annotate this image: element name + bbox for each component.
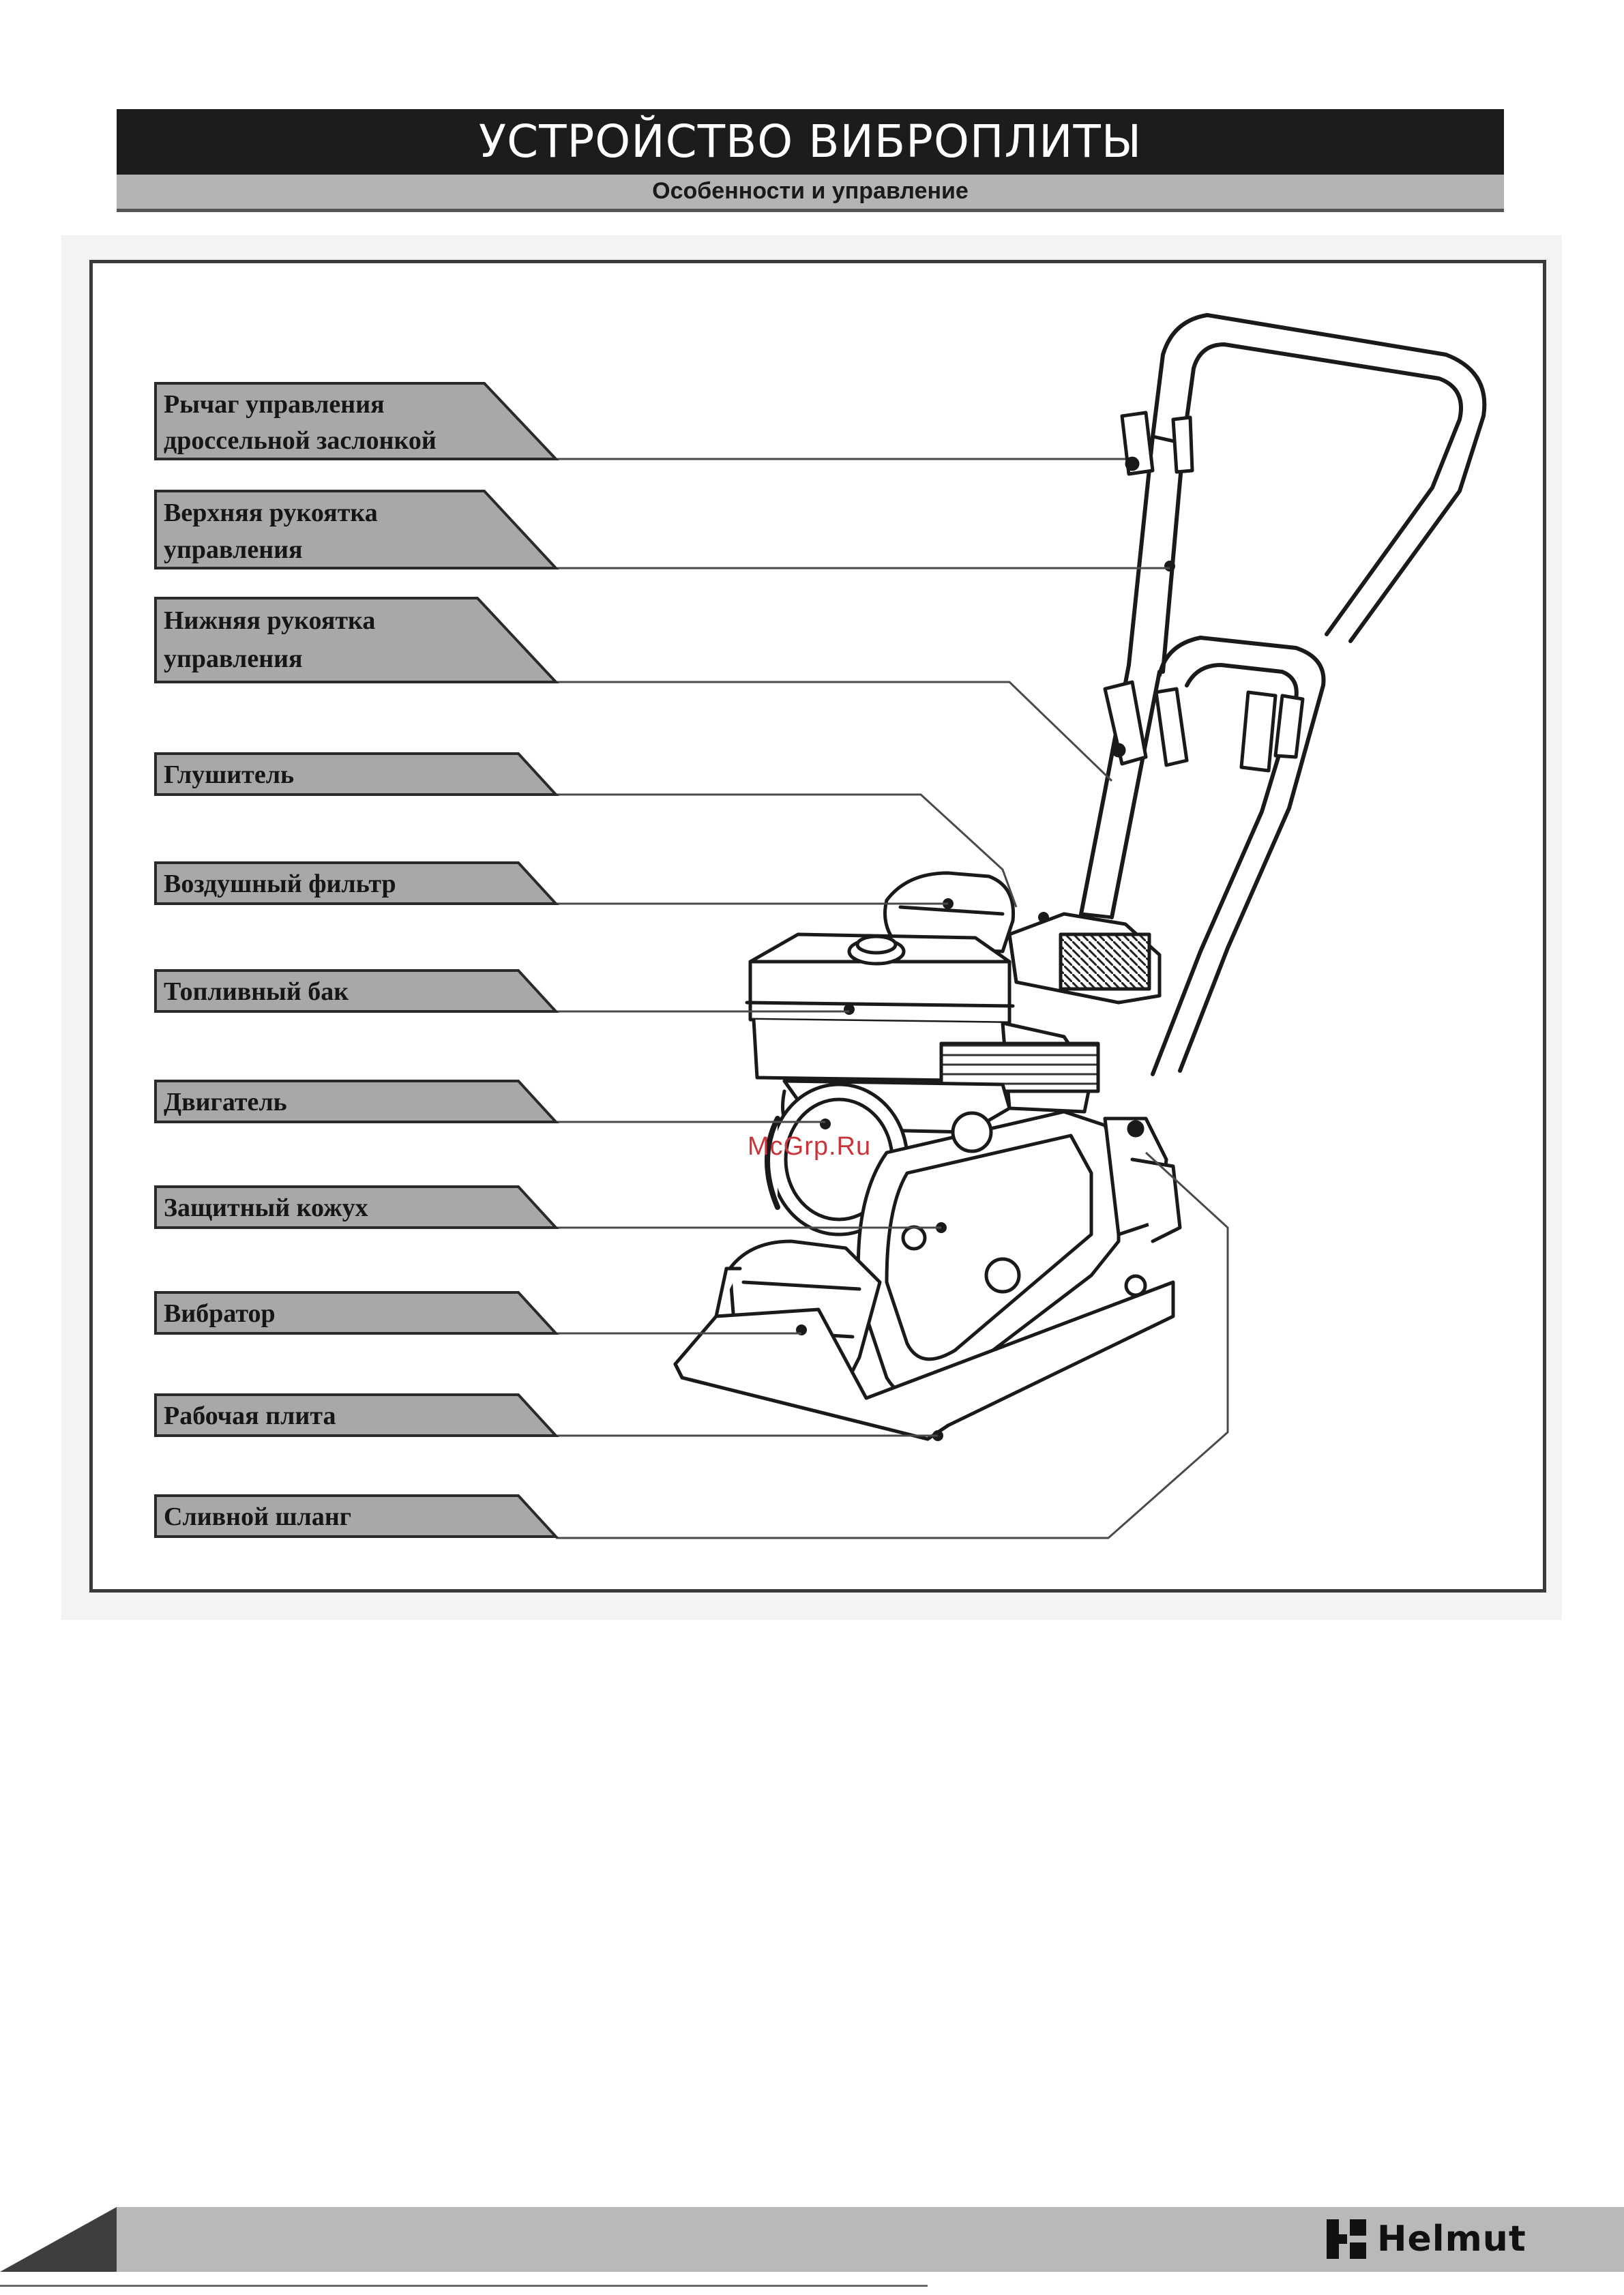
label-air-filter-text: Воздушный фильтр xyxy=(164,870,396,898)
label-upper-handle-line1: Верхняя рукоятка xyxy=(164,499,378,527)
label-upper-handle: Верхняя рукоятка управления xyxy=(156,491,556,568)
label-air-filter: Воздушный фильтр xyxy=(156,863,556,904)
label-throttle-lever-line1: Рычаг управления xyxy=(164,390,385,419)
label-lower-handle: Нижняя рукоятка управления xyxy=(156,598,556,682)
label-throttle-lever: Рычаг управления дроссельной заслонкой xyxy=(156,383,556,459)
label-base-plate-text: Рабочая плита xyxy=(164,1402,336,1430)
label-muffler-text: Глушитель xyxy=(164,760,294,789)
label-drain-hose-text: Сливной шланг xyxy=(164,1502,351,1531)
label-upper-handle-line2: управления xyxy=(164,535,303,564)
label-belt-guard: Защитный кожух xyxy=(156,1187,556,1228)
label-engine-text: Двигатель xyxy=(164,1088,287,1116)
label-muffler: Глушитель xyxy=(156,754,556,795)
label-vibrator-text: Вибратор xyxy=(164,1299,276,1328)
label-lower-handle-line1: Нижняя рукоятка xyxy=(164,606,375,635)
muffler-part xyxy=(1009,914,1160,1003)
label-engine: Двигатель xyxy=(156,1081,556,1122)
label-throttle-lever-line2: дроссельной заслонкой xyxy=(164,426,437,455)
upper-handle-frame xyxy=(1129,315,1484,672)
label-vibrator: Вибратор xyxy=(156,1292,556,1333)
brand-name: Helmut xyxy=(1377,2219,1526,2260)
helmut-logo-icon xyxy=(1327,2219,1368,2259)
handle-mount-bracket xyxy=(1105,1119,1180,1295)
label-lower-handle-line2: управления xyxy=(164,645,303,673)
label-fuel-tank: Топливный бак xyxy=(156,971,556,1011)
machine-illustration xyxy=(675,315,1484,1441)
brand-logo: Helmut xyxy=(1327,2218,1526,2260)
label-base-plate: Рабочая плита xyxy=(156,1395,556,1436)
label-drain-hose: Сливной шланг xyxy=(156,1496,556,1537)
footer-corner-triangle xyxy=(0,2207,117,2272)
label-belt-guard-text: Защитный кожух xyxy=(164,1194,368,1222)
label-fuel-tank-text: Топливный бак xyxy=(164,977,349,1006)
bottom-rule xyxy=(0,2285,928,2287)
label-tags: Рычаг управления дроссельной заслонкой В… xyxy=(156,383,556,1537)
watermark: McGrp.Ru xyxy=(748,1132,871,1161)
